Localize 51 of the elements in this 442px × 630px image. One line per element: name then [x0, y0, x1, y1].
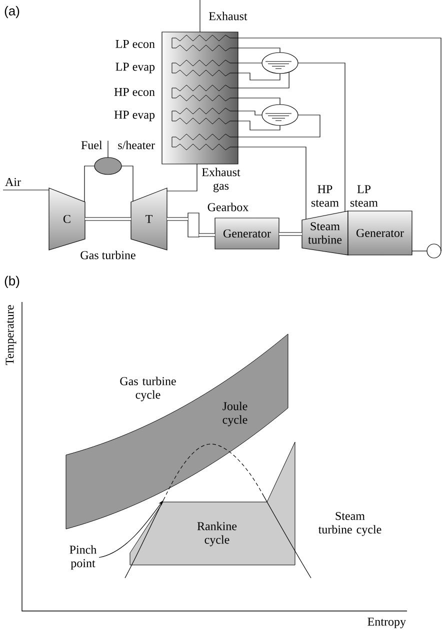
shaft — [279, 232, 302, 236]
pipe — [238, 120, 280, 130]
combustor — [94, 157, 122, 175]
part-label: HP evap — [114, 110, 155, 122]
pipe — [238, 38, 442, 252]
turbine: T — [130, 188, 168, 250]
pipe — [238, 72, 280, 80]
pipe — [84, 166, 95, 202]
steam-drum — [262, 52, 298, 74]
callout-text: Pinch point — [70, 545, 96, 570]
pipe — [238, 72, 290, 88]
pipe — [166, 164, 198, 192]
shaft — [199, 233, 215, 237]
part-label: LP evap — [116, 62, 155, 74]
panel-label: (a) — [4, 6, 20, 18]
part-label: Fuel — [81, 140, 102, 150]
pump-circle — [426, 244, 442, 258]
shaft — [167, 217, 188, 221]
part-label: s/heater — [118, 140, 155, 150]
axis-title: Entropy — [368, 618, 406, 628]
pipe — [238, 48, 280, 53]
compressor: C — [48, 188, 86, 250]
pipe — [412, 250, 428, 252]
leader-arrow — [98, 500, 163, 558]
pipe — [238, 146, 306, 220]
pipe — [238, 62, 262, 64]
part-label: Gearbox — [208, 202, 248, 212]
boiler-box — [162, 32, 238, 164]
pipe — [238, 98, 280, 105]
region-label: Gas turbine cycle — [120, 376, 176, 402]
edge-label: LP steam — [350, 185, 378, 207]
steam-turbine: Steam turbine — [302, 210, 348, 256]
gearbox — [188, 212, 200, 238]
part-label: HP econ — [114, 88, 155, 96]
part-label: Gas turbine — [80, 250, 136, 260]
steam-drum — [262, 104, 298, 126]
pipe — [238, 114, 320, 138]
edge-label: Exhaust — [209, 12, 248, 20]
generator-box: Generator — [214, 218, 280, 250]
edge-label: Exhaust gas — [202, 168, 240, 192]
pipe — [298, 62, 346, 212]
pipe — [238, 110, 262, 116]
axis-title: Temperature — [6, 305, 16, 365]
shaft — [85, 217, 131, 221]
generator-box: Generator — [348, 210, 412, 256]
pipe — [121, 166, 134, 202]
part-label: LP econ — [116, 40, 155, 48]
edge-label: HP steam — [311, 185, 339, 207]
cycle-region: Rankine cycle — [130, 442, 296, 566]
panel-label: (b) — [4, 276, 20, 288]
region-label: Steam turbine cycle — [318, 512, 382, 536]
